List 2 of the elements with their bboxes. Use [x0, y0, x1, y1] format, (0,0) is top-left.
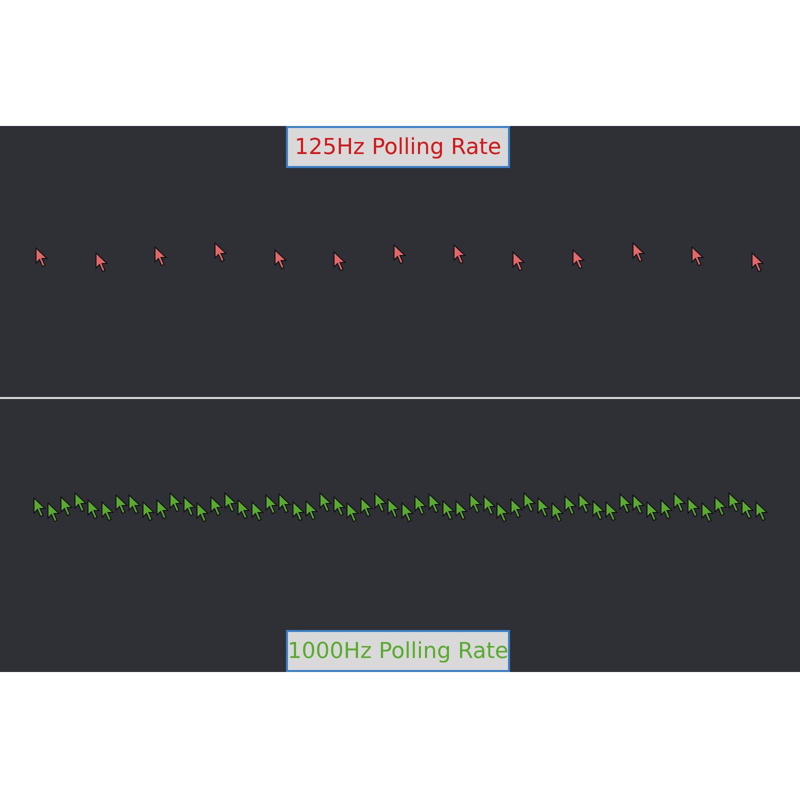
caption-label: 1000Hz Polling Rate	[286, 630, 510, 672]
caption-label: 125Hz Polling Rate	[286, 126, 510, 168]
